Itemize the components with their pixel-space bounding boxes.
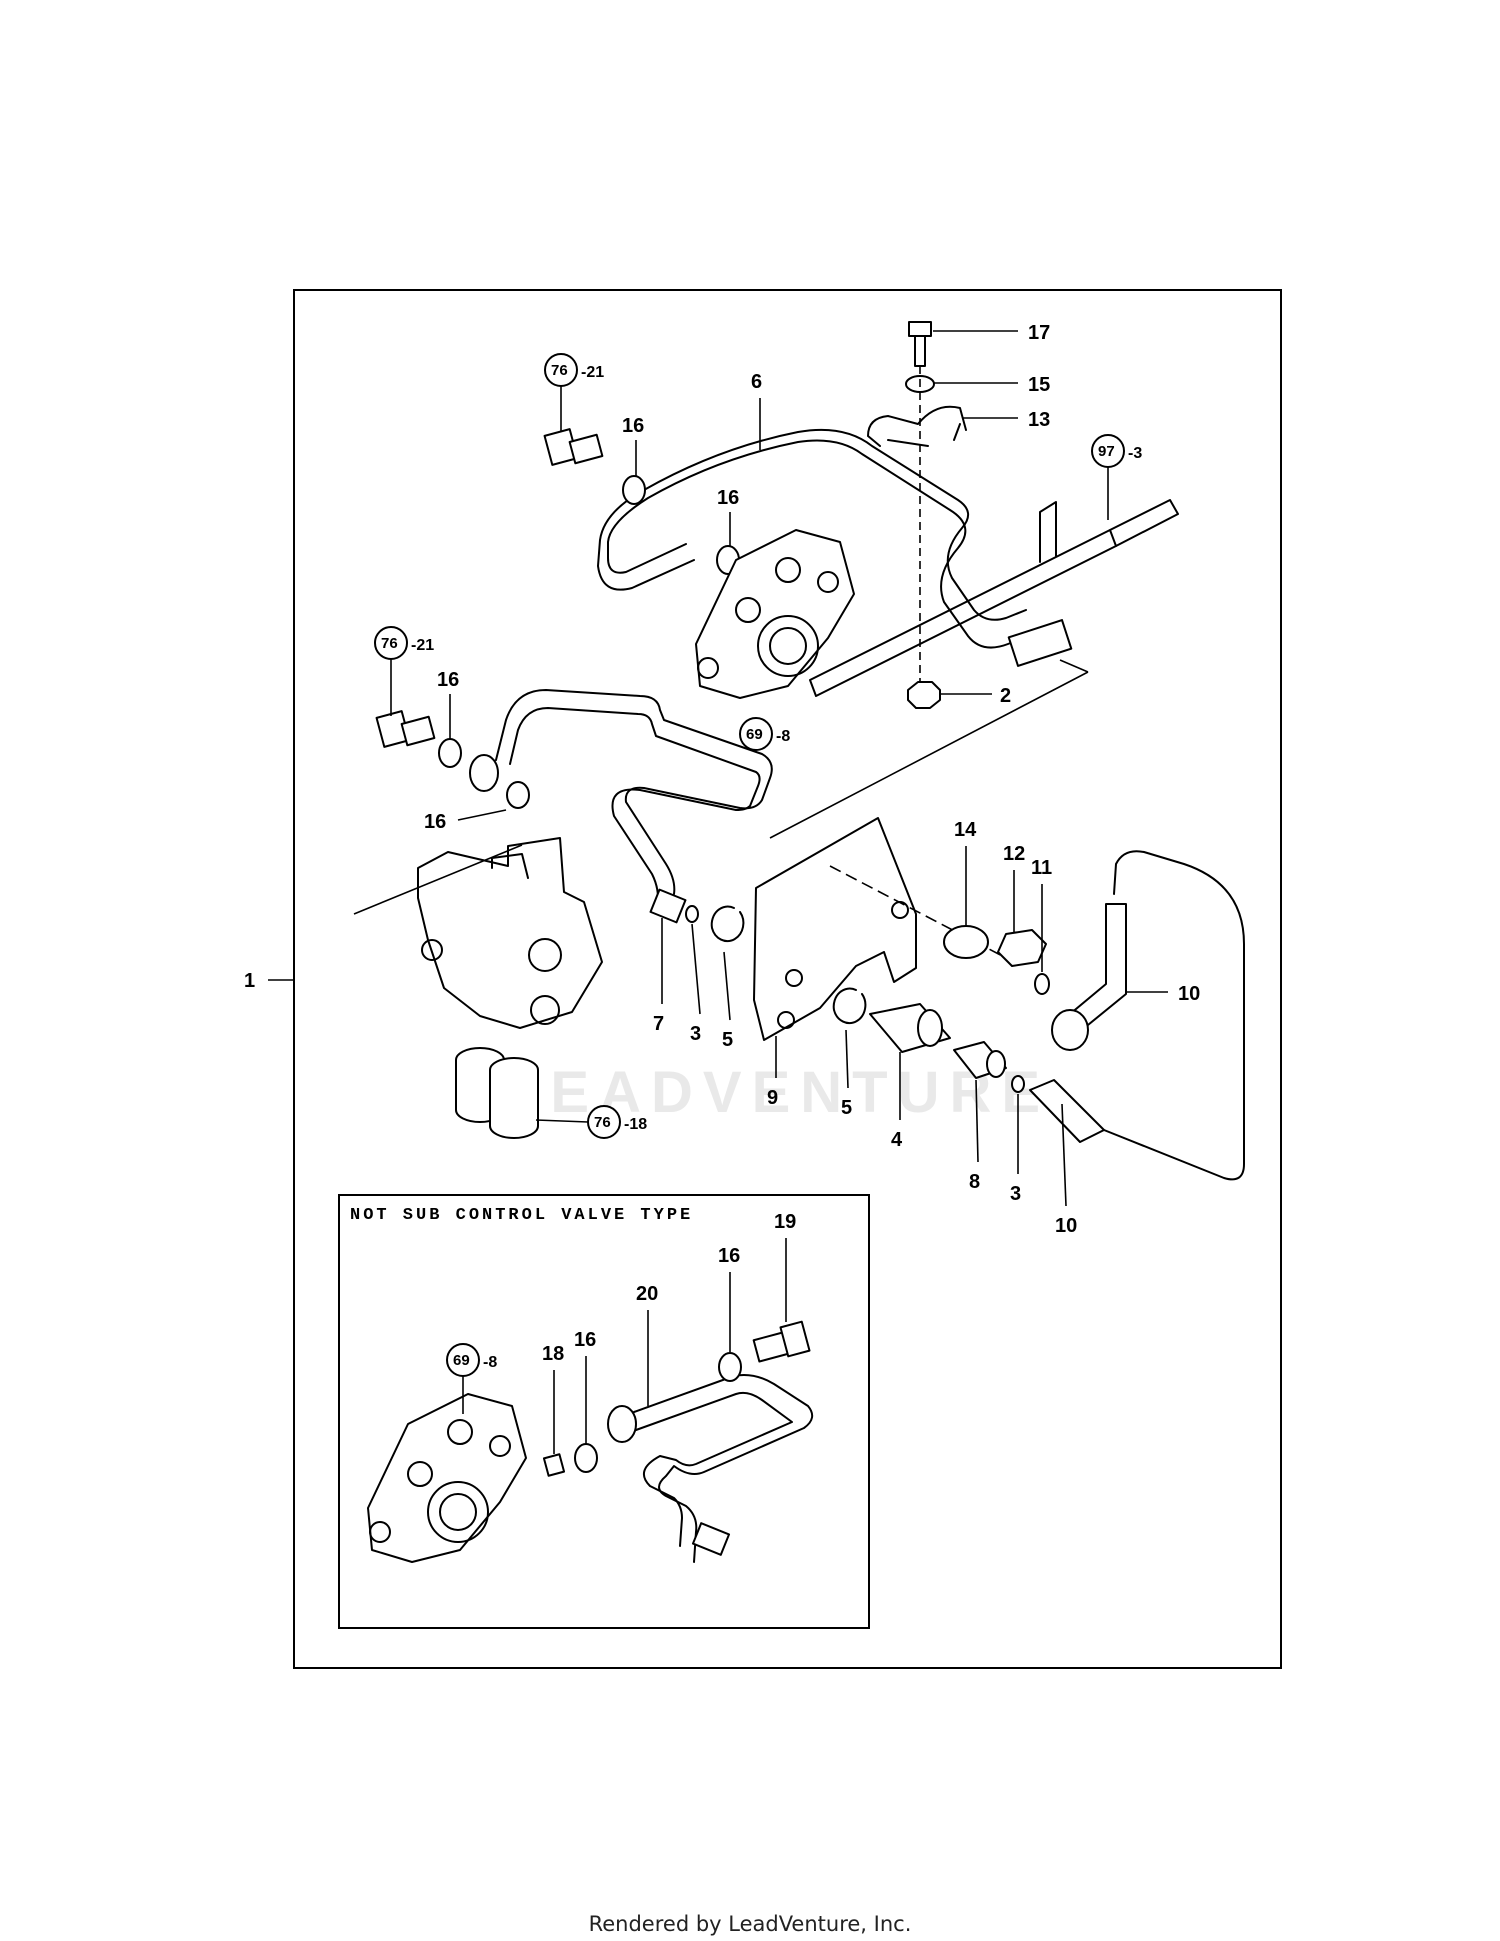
- callout-16-f: 16: [574, 1329, 596, 1351]
- callout-9: 9: [767, 1087, 778, 1109]
- callout-14: 14: [954, 819, 977, 841]
- pipe-7: [469, 689, 773, 924]
- coupler-4: [869, 1003, 951, 1053]
- callout-19: 19: [774, 1211, 796, 1233]
- svg-text:-18: -18: [624, 1116, 647, 1133]
- callout-3-b: 3: [1010, 1183, 1021, 1205]
- bolt-17: [908, 321, 932, 367]
- assembly-label: 1: [244, 970, 255, 992]
- svg-text:-8: -8: [483, 1354, 497, 1371]
- svg-text:-21: -21: [411, 637, 434, 654]
- nut-2: [907, 681, 941, 709]
- clamp-13: [867, 405, 967, 447]
- callout-13: 13: [1028, 409, 1050, 431]
- plug-18: [542, 1453, 566, 1477]
- callout-11: 11: [1031, 857, 1052, 879]
- callout-16-b: 16: [717, 487, 739, 509]
- main-control-valve: [417, 837, 603, 1139]
- svg-text:97: 97: [1098, 443, 1115, 460]
- adapter-8: [953, 1041, 1007, 1079]
- callout-16-e: 16: [718, 1245, 740, 1267]
- callout-5-a: 5: [722, 1029, 733, 1051]
- callout-20: 20: [636, 1283, 658, 1305]
- ref-69-inset: 69 -8: [446, 1343, 497, 1377]
- svg-text:69: 69: [746, 726, 763, 743]
- callout-10-a: 10: [1178, 983, 1200, 1005]
- callout-16-a: 16: [622, 415, 644, 437]
- inset-title: NOT SUB CONTROL VALVE TYPE: [350, 1206, 693, 1225]
- ref-76-top: 76 -21: [544, 353, 604, 387]
- banjo-bolt-mid: [375, 710, 436, 748]
- inset-frame: [338, 1194, 870, 1629]
- callout-17: 17: [1028, 322, 1050, 344]
- svg-text:-3: -3: [1128, 445, 1142, 462]
- banjo-bolt-19: [752, 1320, 811, 1363]
- callout-16-d: 16: [424, 811, 446, 833]
- callout-18: 18: [542, 1343, 564, 1365]
- callout-4: 4: [891, 1129, 903, 1151]
- svg-text:-8: -8: [776, 728, 790, 745]
- pipe-20: [607, 1374, 814, 1563]
- callout-8: 8: [969, 1171, 980, 1193]
- svg-text:76: 76: [594, 1114, 611, 1131]
- ref-76-mid: 76 -21: [374, 626, 434, 660]
- washer-16-mid-a: [438, 738, 462, 768]
- callout-3-a: 3: [690, 1023, 701, 1045]
- snap-ring-5-a: [710, 905, 745, 943]
- callout-15: 15: [1028, 374, 1050, 396]
- callout-10-b: 10: [1055, 1215, 1077, 1237]
- main-frame: [293, 289, 1282, 1669]
- washer-16-inset-a: [574, 1443, 598, 1473]
- washer-16-inset-b: [718, 1352, 742, 1382]
- plate-9: [753, 817, 917, 1041]
- mounting-bracket: [809, 499, 1179, 697]
- nut-12: [997, 929, 1047, 967]
- callout-16-c: 16: [437, 669, 459, 691]
- washer-14: [943, 925, 989, 959]
- washer-16-mid-b: [506, 781, 530, 809]
- callout-6: 6: [751, 371, 762, 393]
- ref-69: 69 -8: [739, 717, 790, 751]
- ref-97: 97 -3: [1091, 434, 1142, 468]
- sub-control-valve: [695, 529, 855, 699]
- svg-text:69: 69: [453, 1352, 470, 1369]
- hose-10: [1029, 850, 1245, 1181]
- banjo-bolt-top: [543, 428, 604, 466]
- callout-12: 12: [1003, 843, 1025, 865]
- section-line-lower: [353, 844, 523, 915]
- inset-valve: [367, 1393, 527, 1563]
- washer-16-top-a: [622, 475, 646, 505]
- callout-5-b: 5: [841, 1097, 852, 1119]
- section-line-upper: [1059, 659, 1089, 673]
- ref-76-bottom: 76 -18: [587, 1105, 647, 1139]
- pipe-6: [597, 428, 1073, 667]
- svg-text:76: 76: [381, 635, 398, 652]
- snap-ring-5-b: [832, 987, 867, 1025]
- oring-3-b: [1011, 1075, 1025, 1093]
- svg-text:-21: -21: [581, 364, 604, 381]
- oring-3-a: [685, 905, 699, 923]
- callout-2: 2: [1000, 685, 1011, 707]
- svg-text:76: 76: [551, 362, 568, 379]
- oring-11: [1034, 973, 1050, 995]
- callout-7: 7: [653, 1013, 664, 1035]
- footer-credit: Rendered by LeadVenture, Inc.: [588, 1912, 912, 1936]
